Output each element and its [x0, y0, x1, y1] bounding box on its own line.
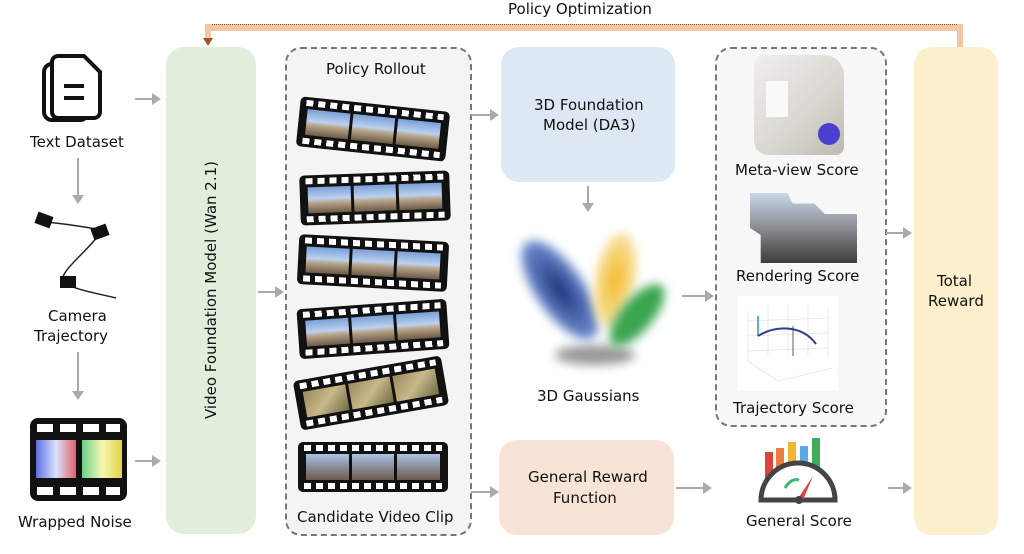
arrow-noise-to-video-model [135, 455, 161, 467]
arrow-scores-to-total [886, 227, 912, 239]
3d-foundation-label-2: Model (DA3) [543, 116, 636, 134]
candidate-video-clip-label: Candidate Video Clip [297, 508, 454, 526]
arrow-general-score-to-total [888, 482, 912, 494]
arrow-rollout-to-general-reward [471, 486, 499, 498]
rendering-score-label: Rendering Score [736, 267, 860, 285]
total-reward-label-2: Reward [928, 292, 984, 310]
arrow-text-to-camera [72, 158, 84, 204]
3d-foundation-label-1: 3D Foundation [534, 96, 644, 114]
wrapped-noise-label: Wrapped Noise [18, 513, 132, 531]
wrapped-noise-icon [30, 418, 127, 501]
arrow-rollout-to-3d-foundation [471, 109, 499, 121]
video-clip-4 [296, 298, 450, 360]
meta-view-image [754, 55, 844, 155]
total-reward-label-1: Total [937, 272, 973, 290]
policy-optimization-label: Policy Optimization [508, 0, 652, 18]
video-foundation-model-label: Video Foundation Model (Wan 2.1) [202, 161, 220, 419]
text-dataset-label: Text Dataset [30, 133, 124, 151]
feedback-loop-left-drop [205, 24, 211, 42]
arrow-camera-to-noise [72, 352, 84, 400]
video-foundation-model-box [166, 47, 256, 534]
video-clip-6 [298, 442, 448, 492]
camera-trajectory-icon [34, 211, 117, 299]
general-score-label: General Score [746, 512, 852, 530]
video-clip-2 [299, 170, 451, 226]
general-reward-function-box [499, 440, 674, 535]
document-icon [42, 54, 102, 122]
arrow-gaussians-to-scores [682, 290, 714, 302]
total-reward-box [914, 47, 998, 535]
feedback-arrow-icon [203, 38, 213, 46]
arrow-3d-foundation-to-gaussians [582, 186, 594, 212]
general-reward-label-2: Function [553, 489, 617, 507]
meta-view-score-label: Meta-view Score [735, 161, 859, 179]
general-reward-label-1: General Reward [528, 468, 648, 486]
3d-foundation-model-box [501, 47, 675, 182]
policy-rollout-title: Policy Rollout [326, 60, 426, 78]
trajectory-score-label: Trajectory Score [733, 399, 854, 417]
arrow-general-reward-to-score [676, 482, 712, 494]
camera-trajectory-label-2: Trajectory [34, 327, 109, 345]
qwen-logo-icon [818, 123, 840, 145]
feedback-loop-line [205, 24, 963, 31]
3d-gaussians-label: 3D Gaussians [537, 387, 640, 405]
arrow-text-to-video-model [135, 93, 161, 105]
video-clip-3 [296, 234, 450, 292]
trajectory-plot-image [738, 296, 838, 391]
camera-trajectory-label-1: Camera [48, 307, 107, 325]
general-score-gauge-icon [758, 438, 838, 504]
3d-gaussians-icon [521, 232, 665, 365]
arrow-video-model-to-rollout [258, 286, 284, 298]
feedback-loop-right-drop [957, 24, 963, 48]
